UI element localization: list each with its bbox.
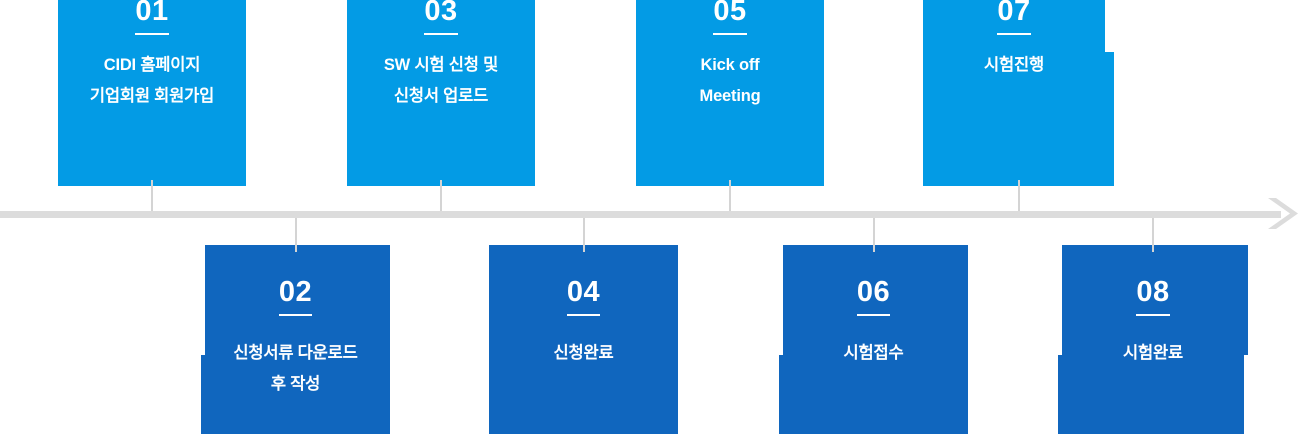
step-label-07: 시험진행 (984, 56, 1044, 74)
step-number-03: 03 (424, 0, 458, 35)
step-number-02: 02 (278, 278, 313, 316)
step-card-03[interactable]: 03 SW 시험 신청 및 신청서 업로드 (347, 0, 535, 186)
step-number-01: 01 (135, 0, 169, 35)
step-card-07[interactable]: 07 시험진행 (923, 0, 1114, 186)
step-number-06: 06 (856, 278, 891, 316)
connector-stem-02 (295, 214, 297, 252)
step-label-02: 신청서류 다운로드 후 작성 (233, 344, 358, 393)
step-label-03: SW 시험 신청 및 신청서 업로드 (383, 56, 499, 105)
timeline-axis-line (0, 211, 1281, 218)
timeline-arrow-right-icon (1268, 198, 1299, 231)
step-card-06[interactable]: 06 시험접수 (779, 245, 968, 434)
step-card-04[interactable]: 04 신청완료 (489, 245, 678, 434)
connector-stem-07 (1018, 180, 1020, 216)
connector-stem-06 (873, 214, 875, 252)
step-label-04: 신청완료 (553, 344, 614, 362)
step-card-05[interactable]: 05 Kick off Meeting (636, 0, 824, 186)
connector-stem-08 (1152, 214, 1154, 252)
connector-stem-04 (583, 214, 585, 252)
step-card-02[interactable]: 02 신청서류 다운로드 후 작성 (201, 245, 390, 434)
step-number-05: 05 (713, 0, 747, 35)
step-number-04: 04 (566, 278, 601, 316)
step-number-07: 07 (997, 0, 1031, 35)
step-card-01[interactable]: 01 CIDI 홈페이지 기업회원 회원가입 (58, 0, 246, 186)
step-label-08: 시험완료 (1123, 344, 1183, 362)
connector-stem-01 (151, 180, 153, 216)
step-card-08[interactable]: 08 시험완료 (1058, 245, 1248, 434)
step-label-05: Kick off Meeting (699, 56, 761, 105)
step-label-01: CIDI 홈페이지 기업회원 회원가입 (89, 56, 215, 105)
step-number-08: 08 (1136, 278, 1170, 316)
connector-stem-03 (440, 180, 442, 216)
connector-stem-05 (729, 180, 731, 216)
step-label-06: 시험접수 (843, 344, 904, 362)
